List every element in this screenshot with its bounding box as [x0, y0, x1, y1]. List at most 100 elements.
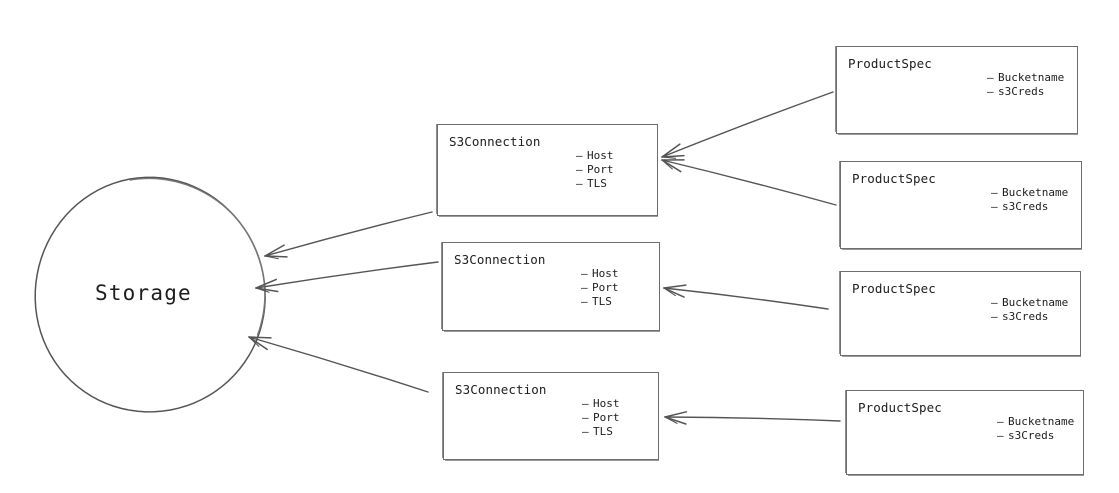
edge-s3conn1-to-storage[interactable]: [264, 211, 433, 260]
attribute-label: s3Creds: [998, 85, 1045, 98]
productspec-node-attributes: –Bucketname–s3Creds: [997, 415, 1074, 443]
attribute-label: Bucketname: [998, 71, 1065, 84]
node-attribute-item: –Bucketname: [997, 415, 1074, 429]
productspec-node-title: ProductSpec: [848, 56, 932, 71]
edge-arrowhead-barb: [661, 156, 677, 159]
edge-productspec1-to-s3conn1[interactable]: [661, 91, 834, 159]
attribute-dash-icon: –: [991, 296, 998, 309]
attribute-dash-icon: –: [987, 71, 994, 84]
edge-arrowhead-barb: [663, 284, 687, 289]
attribute-dash-icon: –: [576, 177, 583, 190]
edge-arrowhead-barb: [255, 287, 279, 293]
attribute-label: Bucketname: [1002, 296, 1069, 309]
attribute-label: Port: [592, 281, 619, 294]
edge-line: [661, 159, 837, 206]
s3connection-node-title: S3Connection: [454, 252, 546, 267]
productspec-node-attributes: –Bucketname–s3Creds: [991, 296, 1068, 324]
attribute-dash-icon: –: [582, 425, 589, 438]
node-attribute-item: –Host: [576, 149, 614, 163]
edge-s3conn2-to-storage[interactable]: [255, 261, 439, 293]
s3connection-node[interactable]: S3Connection–Host–Port–TLS: [443, 372, 659, 460]
edge-line: [255, 261, 439, 289]
s3connection-node[interactable]: S3Connection–Host–Port–TLS: [442, 242, 660, 331]
storage-circle-label: Storage: [95, 281, 192, 305]
edge-productspec4-to-s3conn3[interactable]: [664, 411, 841, 425]
attribute-label: TLS: [593, 425, 613, 438]
node-attribute-item: –s3Creds: [987, 85, 1064, 99]
edge-arrowhead-barb: [661, 159, 673, 170]
edge-arrowhead-barb: [248, 336, 272, 339]
productspec-node[interactable]: ProductSpec –Bucketname–s3Creds: [846, 390, 1084, 475]
attribute-label: TLS: [592, 295, 612, 308]
productspec-node-title: ProductSpec: [852, 171, 936, 186]
attribute-label: Host: [593, 397, 620, 410]
attribute-label: s3Creds: [1002, 310, 1049, 323]
attribute-dash-icon: –: [991, 310, 998, 323]
productspec-node[interactable]: ProductSpec –Bucketname–s3Creds: [836, 46, 1078, 134]
node-attribute-item: –Bucketname: [987, 71, 1064, 85]
attribute-dash-icon: –: [582, 397, 589, 410]
attribute-label: Port: [587, 163, 614, 176]
productspec-node[interactable]: ProductSpec –Bucketname–s3Creds: [840, 161, 1082, 249]
edge-arrowhead-barb: [661, 159, 682, 173]
edge-arrowhead-barb: [663, 287, 685, 298]
edge-productspec3-to-s3conn2[interactable]: [663, 284, 829, 310]
attribute-dash-icon: –: [991, 200, 998, 213]
attribute-dash-icon: –: [581, 267, 588, 280]
attribute-dash-icon: –: [991, 186, 998, 199]
productspec-node-attributes: –Bucketname–s3Creds: [991, 186, 1068, 214]
edge-arrowhead-barb: [255, 278, 277, 289]
node-attribute-item: –s3Creds: [991, 310, 1068, 324]
edge-arrowhead-barb: [248, 336, 260, 347]
edge-s3conn3-to-storage[interactable]: [248, 336, 429, 393]
attribute-dash-icon: –: [987, 85, 994, 98]
attribute-dash-icon: –: [997, 415, 1004, 428]
s3connection-node-title: S3Connection: [455, 382, 547, 397]
node-attribute-item: –Host: [582, 397, 620, 411]
attribute-label: Host: [592, 267, 619, 280]
edge-arrowhead-barb: [661, 154, 685, 158]
s3connection-node-attributes: –Host–Port–TLS: [576, 149, 614, 191]
edge-arrowhead-barb: [664, 416, 678, 424]
edge-group: [248, 91, 841, 425]
productspec-node[interactable]: ProductSpec –Bucketname–s3Creds: [840, 271, 1081, 356]
edge-productspec2-to-s3conn1[interactable]: [661, 159, 837, 206]
attribute-label: Port: [593, 411, 620, 424]
node-attribute-item: –Port: [581, 281, 619, 295]
s3connection-node-attributes: –Host–Port–TLS: [581, 267, 619, 309]
edge-arrowhead-barb: [255, 287, 270, 293]
storage-circle-group: [34, 176, 266, 413]
productspec-node-title: ProductSpec: [858, 400, 942, 415]
attribute-dash-icon: –: [576, 163, 583, 176]
node-attribute-item: –Bucketname: [991, 186, 1068, 200]
attribute-dash-icon: –: [581, 281, 588, 294]
edge-arrowhead-barb: [664, 411, 688, 418]
attribute-label: TLS: [587, 177, 607, 190]
edge-arrowhead-barb: [264, 255, 279, 260]
attribute-label: Bucketname: [1008, 415, 1075, 428]
edge-arrowhead-barb: [264, 255, 288, 258]
edge-arrowhead-barb: [663, 287, 676, 297]
edge-line: [664, 416, 841, 422]
attribute-label: Bucketname: [1002, 186, 1069, 199]
node-attribute-item: –TLS: [576, 177, 614, 191]
node-attribute-item: –s3Creds: [997, 429, 1074, 443]
s3connection-node[interactable]: S3Connection–Host–Port–TLS: [437, 124, 658, 216]
node-attribute-item: –Port: [576, 163, 614, 177]
edge-arrowhead-barb: [664, 416, 687, 425]
edge-arrowhead-barb: [661, 143, 681, 158]
productspec-node-title: ProductSpec: [852, 281, 936, 296]
node-attribute-item: –Host: [581, 267, 619, 281]
node-attribute-item: –TLS: [582, 425, 620, 439]
attribute-label: s3Creds: [1002, 200, 1049, 213]
edge-arrowhead-barb: [264, 244, 285, 257]
node-attribute-item: –TLS: [581, 295, 619, 309]
edge-line: [661, 91, 834, 158]
node-attribute-item: –Port: [582, 411, 620, 425]
attribute-dash-icon: –: [576, 149, 583, 162]
storage-circle-sketch-overlap: [129, 177, 266, 336]
node-attribute-item: –s3Creds: [991, 200, 1068, 214]
s3connection-node-attributes: –Host–Port–TLS: [582, 397, 620, 439]
attribute-label: Host: [587, 149, 614, 162]
edge-line: [248, 336, 429, 393]
